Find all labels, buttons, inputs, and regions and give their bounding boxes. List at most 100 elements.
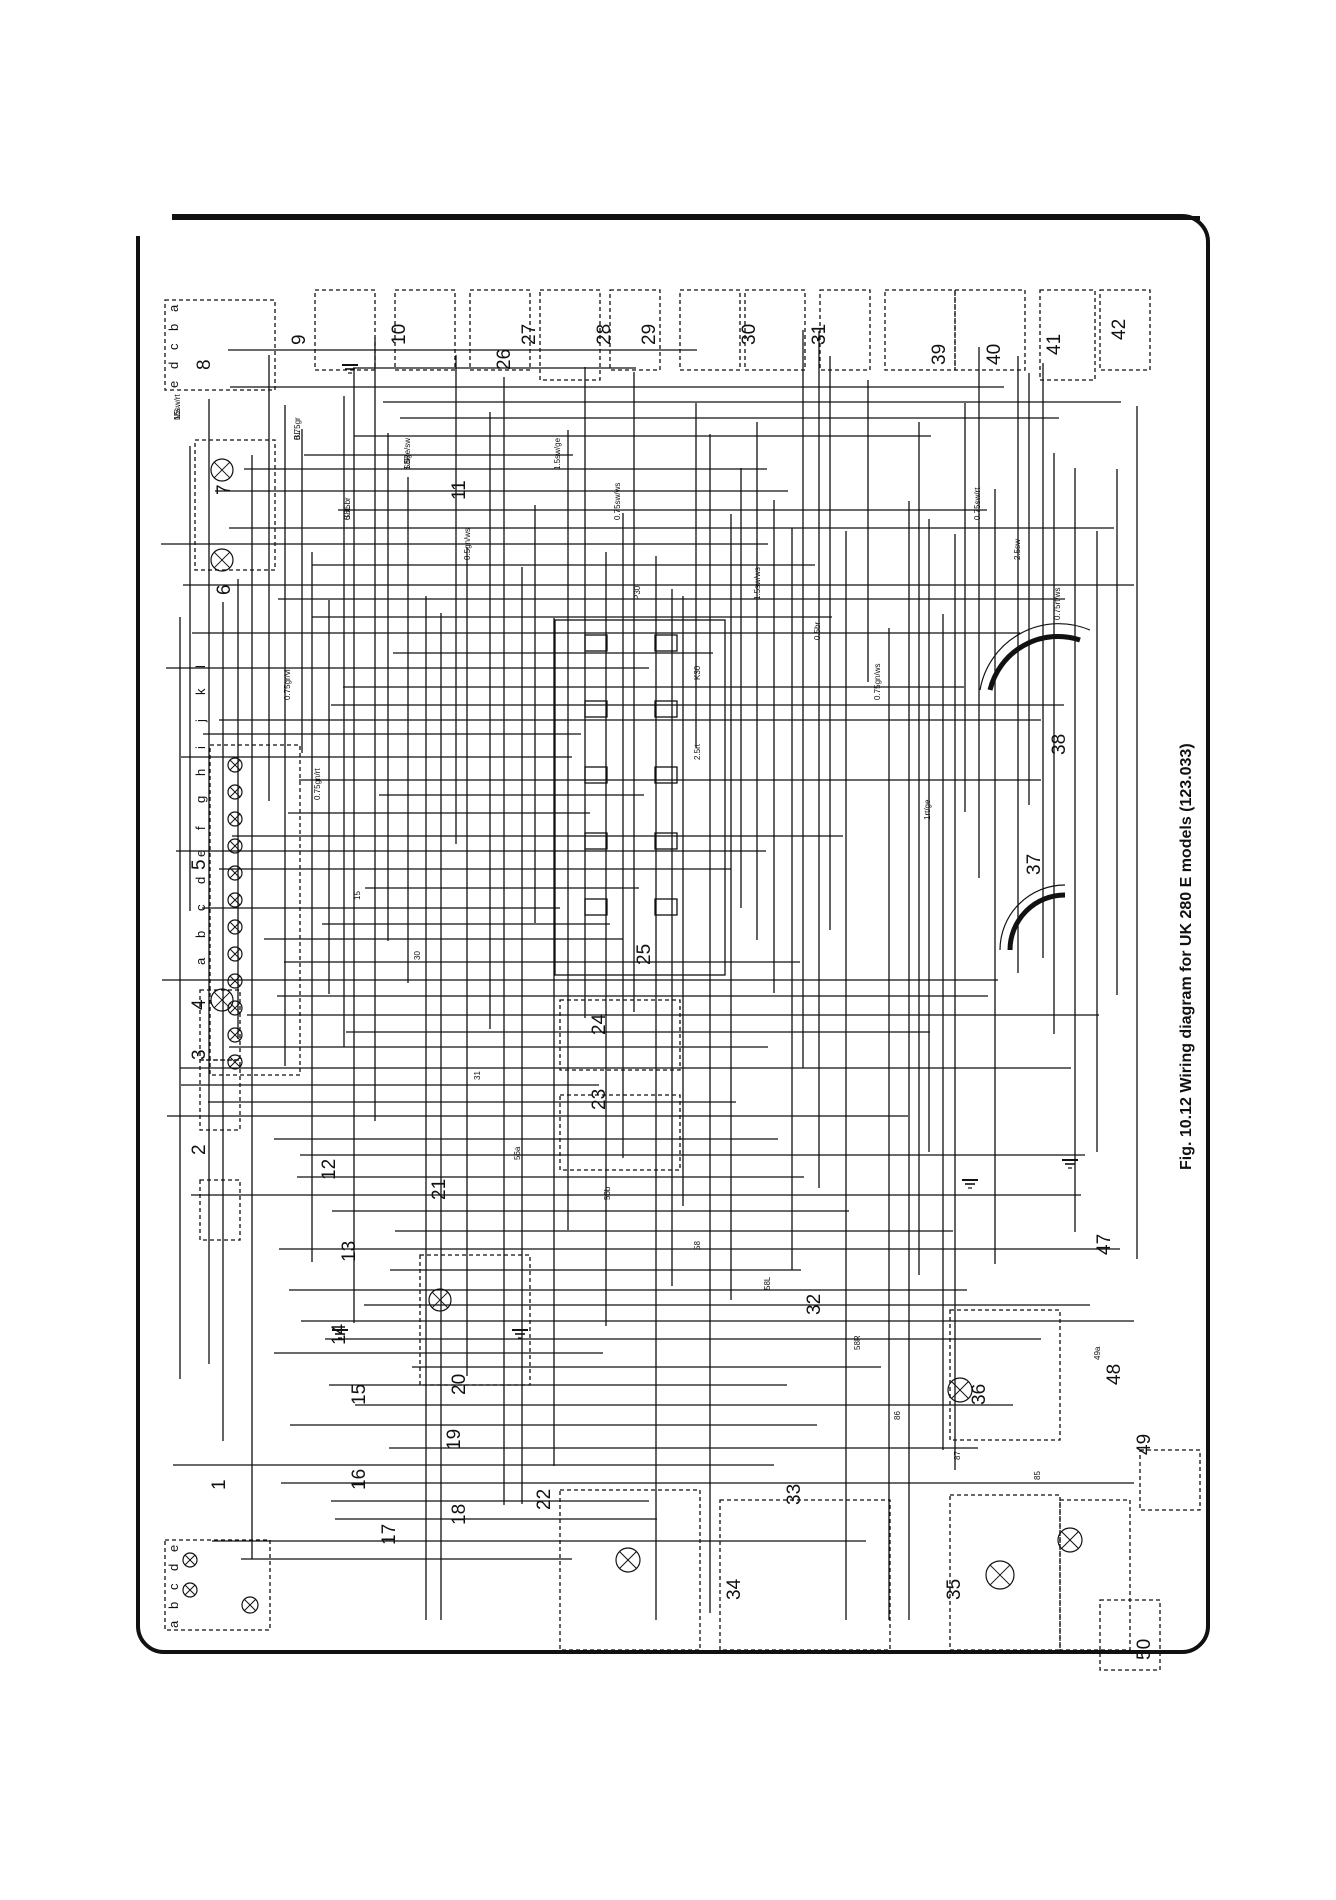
- component-number-35: 35: [944, 1579, 965, 1600]
- component-number-42: 42: [1109, 319, 1130, 340]
- wire-label: 1rt/ge: [923, 799, 932, 820]
- bottom-component: [949, 1494, 1061, 1651]
- fuse: [654, 898, 678, 916]
- wire-label: 0.75gn/rt: [313, 768, 322, 800]
- light-switch-arc: [999, 884, 1066, 951]
- lamp-cross: [229, 1029, 241, 1041]
- fuse: [654, 766, 678, 784]
- terminal-letter: d: [166, 1564, 181, 1571]
- wire-label: 0.5br: [813, 621, 822, 640]
- left-component: [199, 1179, 241, 1241]
- motor-symbol: [615, 1547, 641, 1573]
- top-component: [394, 289, 456, 371]
- fuse: [654, 634, 678, 652]
- component-number-34: 34: [724, 1578, 745, 1600]
- top-component: [744, 289, 806, 371]
- component-number-22: 22: [534, 1489, 555, 1510]
- instrument-lamp: [227, 946, 243, 962]
- component-number-39: 39: [929, 344, 950, 365]
- component-number-14: 14: [329, 1323, 350, 1345]
- component-number-38: 38: [1049, 734, 1070, 755]
- relay-box: [559, 999, 681, 1071]
- terminal-letter: k: [193, 688, 208, 695]
- lamp-cross: [431, 1291, 449, 1309]
- lamp-cross: [229, 1002, 241, 1014]
- terminal-letter: c: [166, 343, 181, 350]
- wire-label: K30: [693, 665, 702, 680]
- component-number-25: 25: [634, 944, 655, 965]
- ignition-switch-arc: [979, 623, 1091, 691]
- wire-label: 30: [413, 951, 422, 960]
- top-component: [164, 299, 276, 391]
- bottom-component: [1099, 1599, 1161, 1671]
- component-number-11: 11: [449, 480, 470, 500]
- terminal-letter: a: [193, 957, 208, 965]
- component-number-6: 6: [214, 584, 235, 595]
- component-number-15: 15: [349, 1384, 370, 1405]
- component-number-21: 21: [429, 1179, 450, 1200]
- lamp-cross: [229, 948, 241, 960]
- component-number-5: 5: [189, 859, 210, 870]
- instrument-lamp: [227, 1000, 243, 1016]
- top-component: [679, 289, 741, 371]
- lamp-cross: [619, 1551, 637, 1569]
- wire-label: 49a: [1093, 1346, 1102, 1360]
- wire-label: 0.75gr/vi: [283, 669, 292, 700]
- component-number-37: 37: [1024, 854, 1045, 875]
- component-number-17: 17: [379, 1524, 400, 1545]
- terminal-letter: l: [193, 665, 208, 668]
- component-number-32: 32: [804, 1294, 825, 1315]
- component-number-10: 10: [389, 324, 410, 345]
- component-number-48: 48: [1104, 1364, 1125, 1385]
- lamp-symbol: [210, 548, 234, 572]
- instrument-lamp: [227, 784, 243, 800]
- component-number-41: 41: [1044, 334, 1065, 355]
- component-number-4: 4: [189, 999, 210, 1010]
- component-number-33: 33: [784, 1484, 805, 1505]
- top-component: [609, 289, 661, 371]
- component-number-19: 19: [444, 1429, 465, 1450]
- wire-label: 2.5sw: [1013, 539, 1022, 560]
- fuse: [584, 700, 608, 718]
- instrument-lamp: [227, 838, 243, 854]
- top-component: [539, 289, 601, 381]
- wire-label: 56a: [513, 1146, 522, 1160]
- lamp-cross: [229, 840, 241, 852]
- connector: [164, 1539, 271, 1631]
- lamp-symbol: [210, 988, 234, 1012]
- lamp-cross: [184, 1554, 196, 1566]
- wire-label: 0.75rt/ws: [1053, 588, 1062, 620]
- top-component: [1039, 289, 1096, 381]
- motor-symbol: [1057, 1527, 1083, 1553]
- top-component: [1099, 289, 1151, 371]
- terminal-letter: c: [193, 904, 208, 911]
- component-number-30: 30: [739, 324, 760, 345]
- component-number-9: 9: [289, 334, 310, 345]
- motor-symbol: [985, 1560, 1015, 1590]
- fuse: [584, 832, 608, 850]
- component-number-18: 18: [449, 1504, 470, 1525]
- wire-label: 1.5sw/ge: [553, 437, 562, 470]
- wire-label: 0.75gn/ws: [873, 664, 882, 700]
- fusebox: [554, 619, 726, 976]
- lamp-cross: [1061, 1531, 1079, 1549]
- terminal-letter: g: [193, 796, 208, 803]
- wire-label: 31: [473, 1071, 482, 1080]
- wire-label: S8L: [343, 505, 352, 520]
- diagram-frame: [136, 214, 1210, 1654]
- light-switch-arc: [1007, 892, 1066, 951]
- terminal-letter: i: [193, 746, 208, 749]
- component-number-40: 40: [984, 344, 1005, 365]
- terminal-letter: e: [166, 1545, 181, 1552]
- instrument-lamp: [227, 757, 243, 773]
- wire-label: 15sw/rt: [173, 393, 182, 420]
- ignition-switch-arc: [987, 633, 1081, 691]
- wire-label: 15: [353, 891, 362, 900]
- wire-label: 58: [693, 1241, 702, 1250]
- wire-label: P30: [633, 585, 642, 600]
- component-number-16: 16: [349, 1469, 370, 1490]
- component-number-12: 12: [319, 1159, 340, 1180]
- left-component: [199, 1059, 241, 1131]
- wire-label: 87: [953, 1451, 962, 1460]
- component-number-50: 50: [1134, 1639, 1155, 1660]
